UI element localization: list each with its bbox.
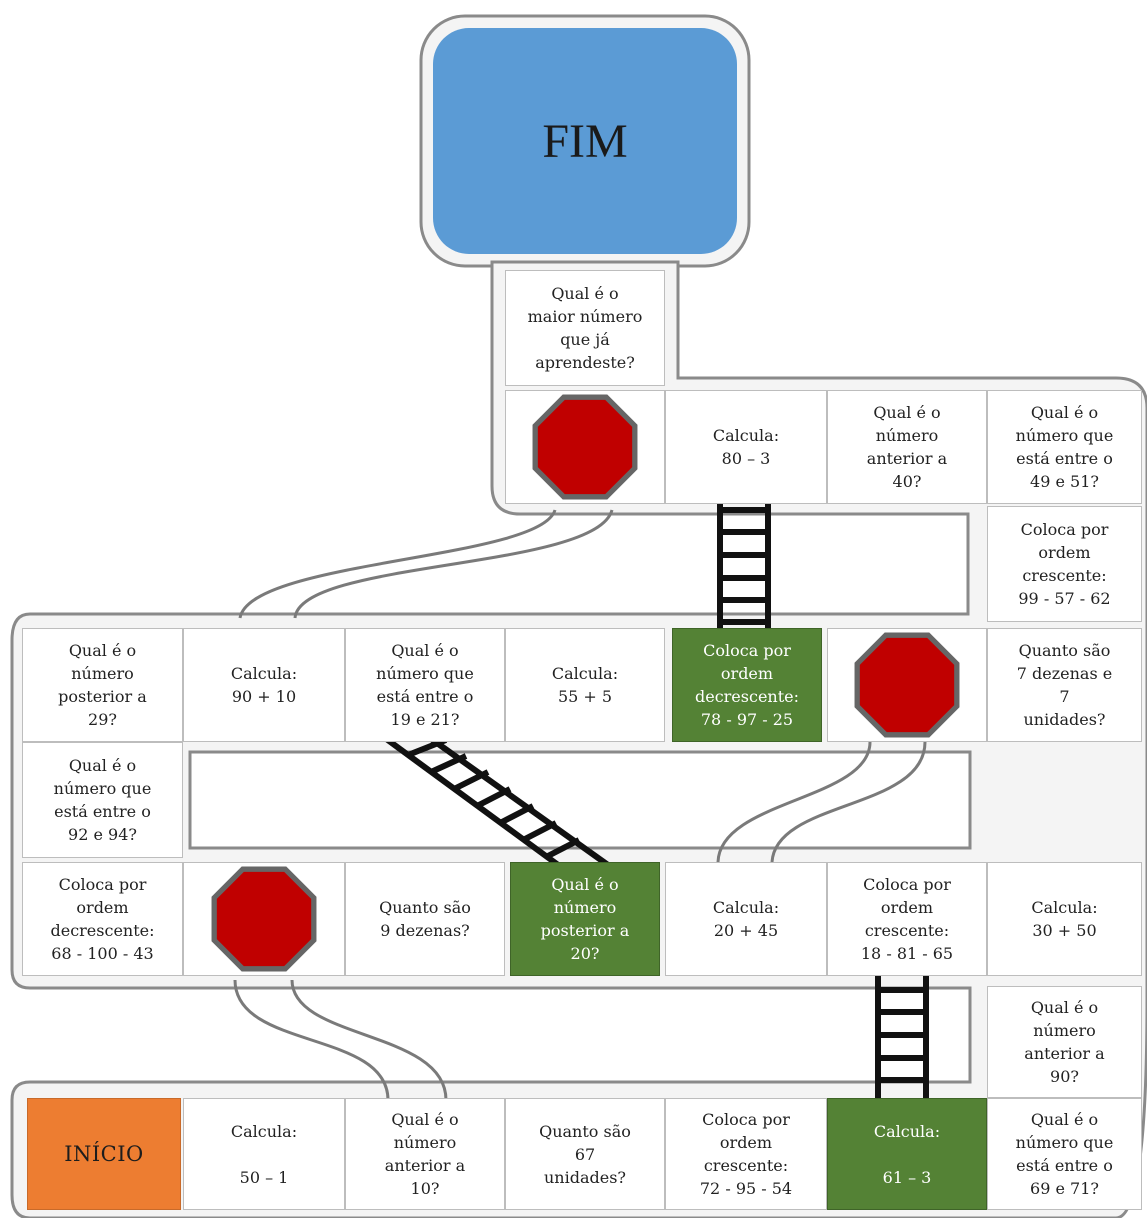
board-square: Qual é o número que está entre o 92 e 94… <box>22 742 183 858</box>
board-square: Quanto são 7 dezenas e 7 unidades? <box>987 628 1142 742</box>
board-square: Calcula: 80 – 3 <box>665 390 827 504</box>
board-square: Qual é o número anterior a 90? <box>987 986 1142 1098</box>
ladder-square: Calcula: 61 – 3 <box>827 1098 987 1210</box>
finish-label: FIM <box>542 114 628 168</box>
square-text: Qual é o número que está entre o 49 e 51… <box>1015 403 1114 491</box>
square-text: Coloca por ordem crescente: 18 - 81 - 65 <box>860 875 954 963</box>
board-square: Qual é o número anterior a 40? <box>827 390 987 504</box>
stop-square <box>827 628 987 742</box>
ladders <box>383 488 929 1105</box>
square-text: Qual é o maior número que já aprendeste? <box>527 284 643 372</box>
square-text: Calcula: 55 + 5 <box>551 664 619 706</box>
finish-square: FIM <box>433 28 737 254</box>
board-square: Coloca por ordem crescente: 72 - 95 - 54 <box>665 1098 827 1210</box>
stop-sign-icon <box>211 866 317 972</box>
stop-sign-icon <box>854 632 960 738</box>
board-square: Calcula: 90 + 10 <box>183 628 345 742</box>
square-text: Calcula: 90 + 10 <box>230 664 298 706</box>
square-text: Calcula: 80 – 3 <box>712 426 780 468</box>
square-text: Coloca por ordem crescente: 72 - 95 - 54 <box>699 1110 793 1198</box>
board-square: Coloca por ordem crescente: 99 - 57 - 62 <box>987 506 1142 622</box>
square-text: Coloca por ordem decrescente: 78 - 97 - … <box>694 641 800 729</box>
square-text: Qual é o número que está entre o 19 e 21… <box>376 641 474 729</box>
square-text: Quanto são 67 unidades? <box>539 1121 631 1187</box>
board-square: Qual é o número anterior a 10? <box>345 1098 505 1210</box>
square-text: Calcula: 50 – 1 <box>230 1121 298 1187</box>
square-text: Calcula: 61 – 3 <box>873 1121 941 1187</box>
board-square: Qual é o maior número que já aprendeste? <box>505 270 665 386</box>
square-text: Coloca por ordem decrescente: 68 - 100 -… <box>50 875 155 963</box>
stop-square <box>183 862 345 976</box>
square-text: Qual é o número que está entre o 69 e 71… <box>1015 1110 1114 1198</box>
board-square: Coloca por ordem decrescente: 68 - 100 -… <box>22 862 183 976</box>
board-square: Qual é o número posterior a 29? <box>22 628 183 742</box>
square-text: Qual é o número anterior a 40? <box>866 403 948 491</box>
board-square: Coloca por ordem crescente: 18 - 81 - 65 <box>827 862 987 976</box>
board-square: Quanto são 67 unidades? <box>505 1098 665 1210</box>
square-text: Quanto são 9 dezenas? <box>379 898 471 940</box>
start-square: INÍCIO <box>27 1098 181 1210</box>
board-square: Calcula: 50 – 1 <box>183 1098 345 1210</box>
ladder-square: Qual é o número posterior a 20? <box>510 862 660 976</box>
square-text: Coloca por ordem crescente: 99 - 57 - 62 <box>1018 520 1111 608</box>
board-square: Qual é o número que está entre o 19 e 21… <box>345 628 505 742</box>
square-text: Calcula: 30 + 50 <box>1031 898 1098 940</box>
square-text: Qual é o número anterior a 10? <box>384 1110 466 1198</box>
board-square: Calcula: 55 + 5 <box>505 628 665 742</box>
square-text: Calcula: 20 + 45 <box>712 898 780 940</box>
ladder-square: Coloca por ordem decrescente: 78 - 97 - … <box>672 628 822 742</box>
board-square: Calcula: 20 + 45 <box>665 862 827 976</box>
stop-sign-icon <box>532 394 638 500</box>
square-text: Qual é o número que está entre o 92 e 94… <box>53 756 152 844</box>
board-square: Qual é o número que está entre o 69 e 71… <box>987 1098 1142 1210</box>
start-label: INÍCIO <box>64 1141 144 1166</box>
board-square: Qual é o número que está entre o 49 e 51… <box>987 390 1142 504</box>
square-text: Qual é o número posterior a 29? <box>58 641 147 729</box>
stop-square <box>505 390 665 504</box>
square-text: Quanto são 7 dezenas e 7 unidades? <box>1016 641 1113 729</box>
square-text: Qual é o número anterior a 90? <box>1024 998 1105 1086</box>
square-text: Qual é o número posterior a 20? <box>540 875 630 963</box>
board-square: Quanto são 9 dezenas? <box>345 862 505 976</box>
board-square: Calcula: 30 + 50 <box>987 862 1142 976</box>
